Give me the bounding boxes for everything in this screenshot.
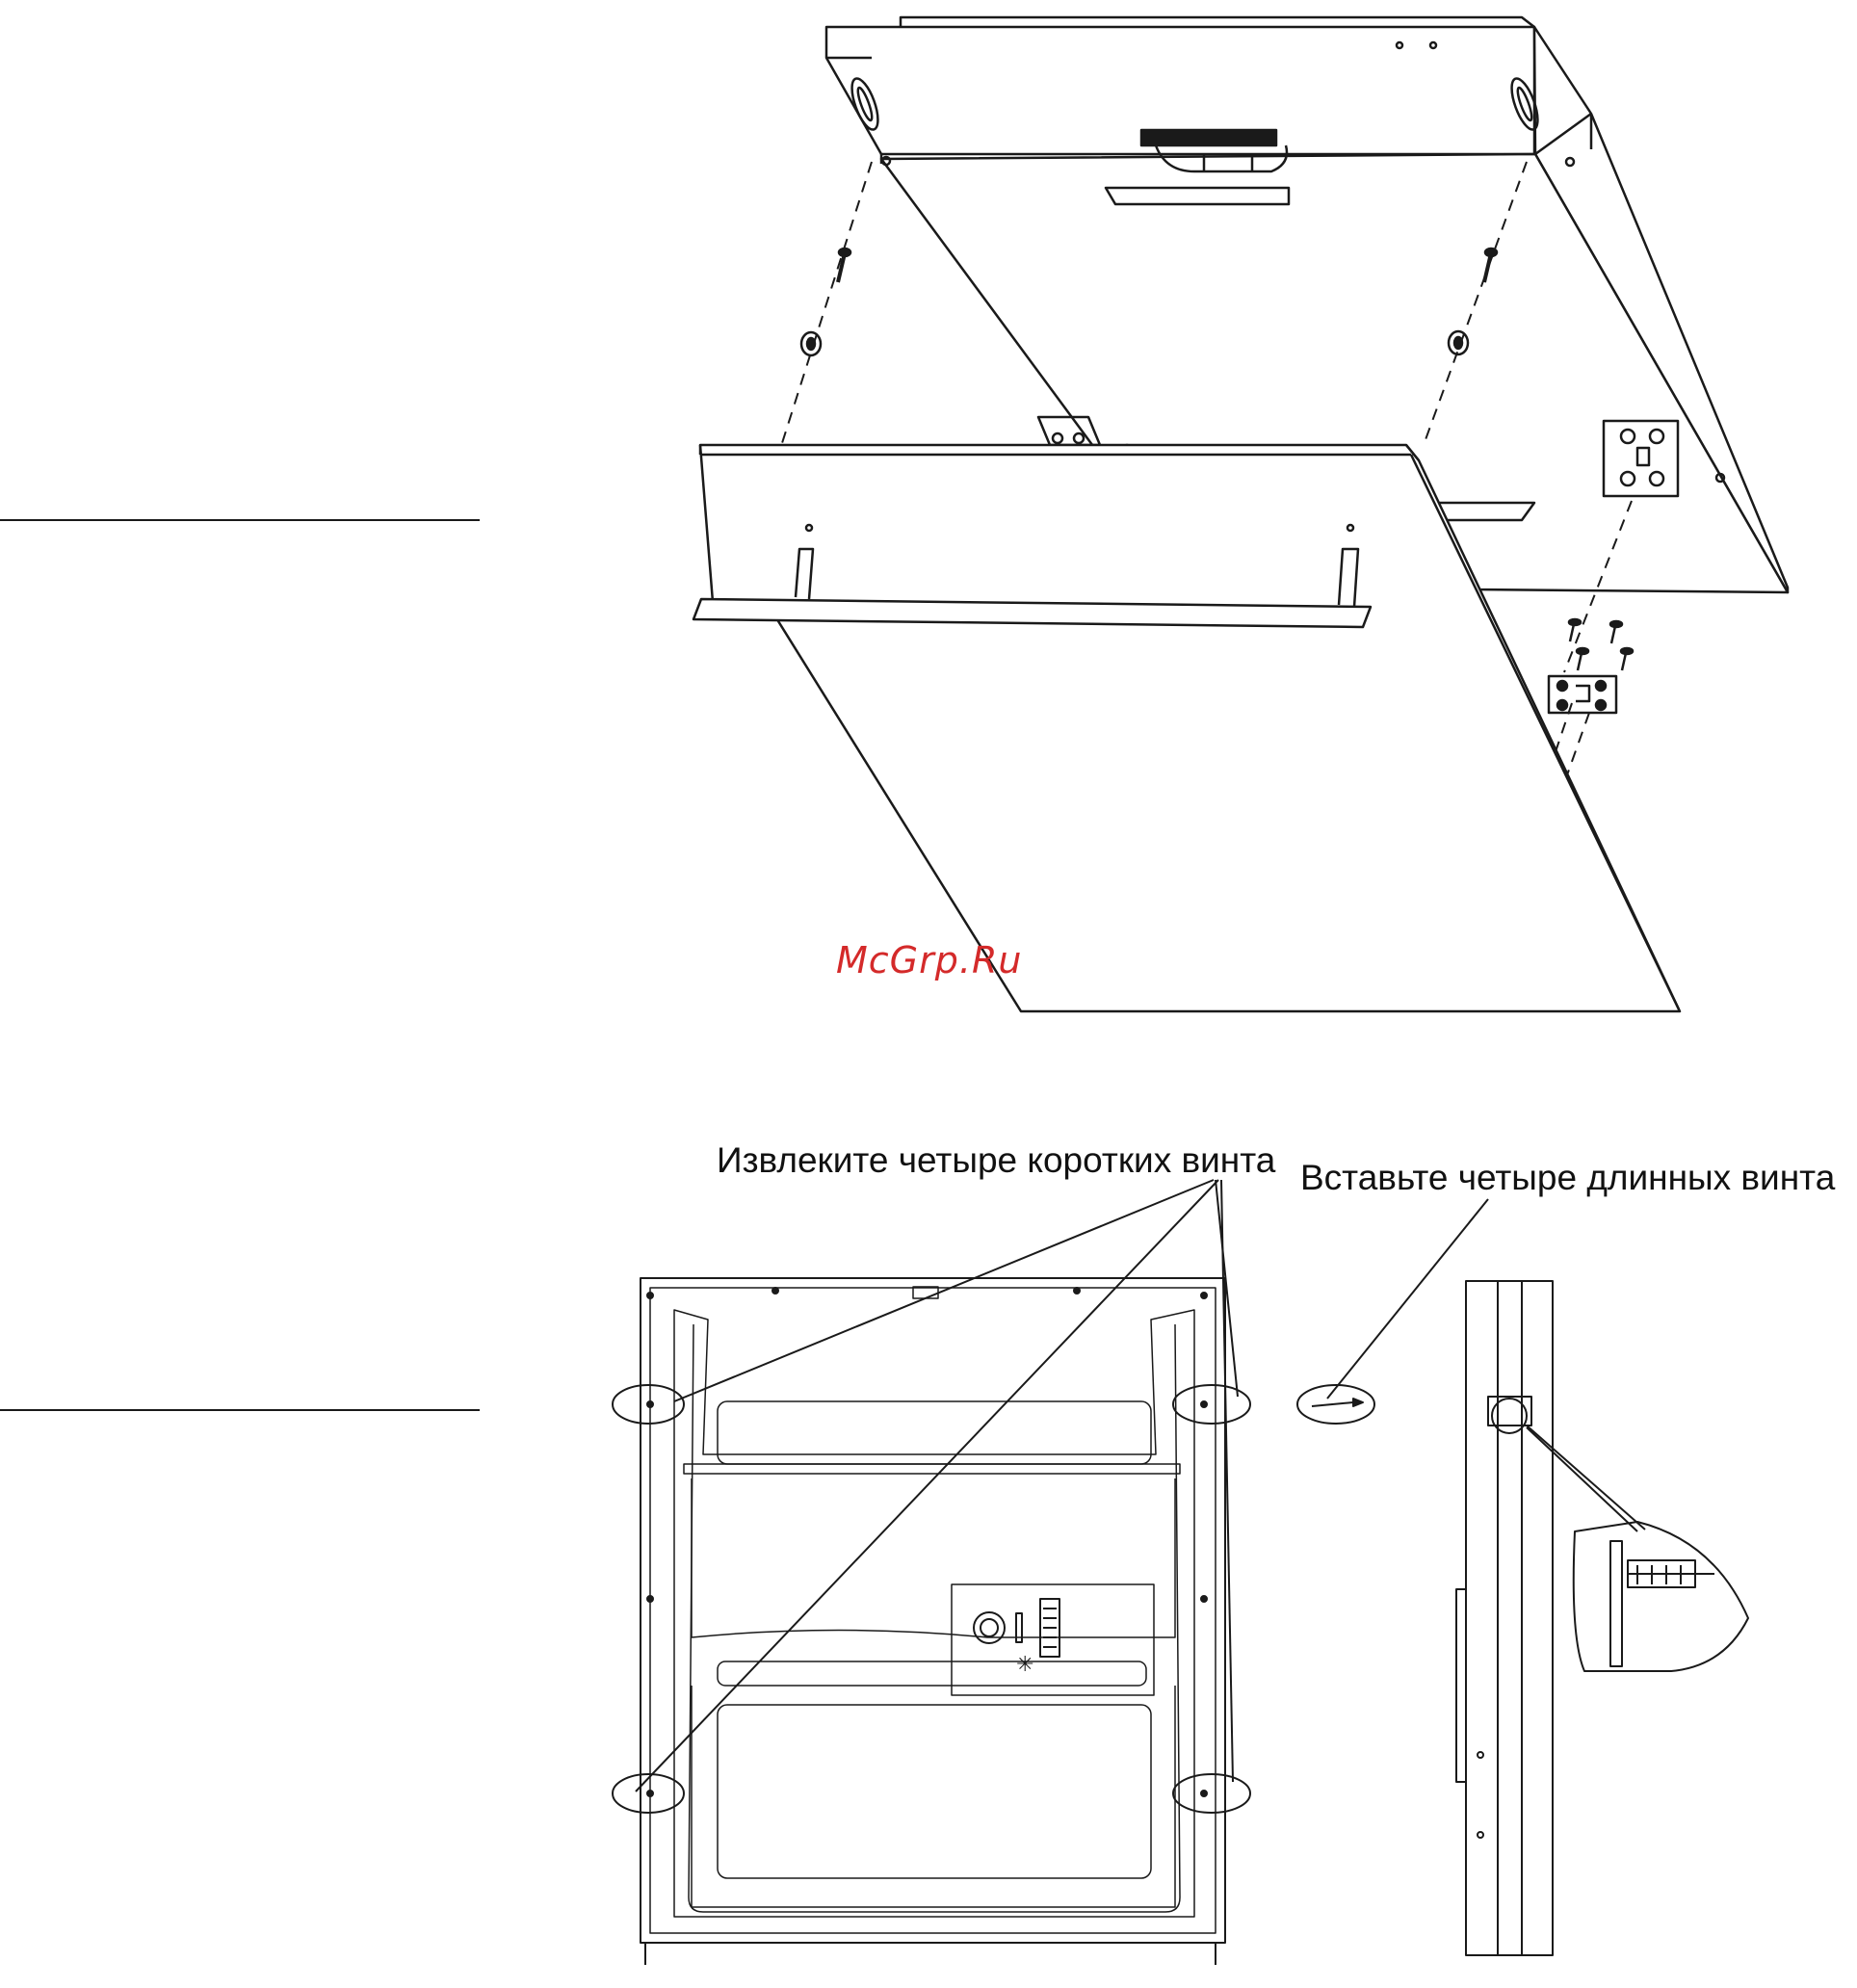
remove-short-screws-label: Извлеките четыре коротких винта bbox=[717, 1140, 1275, 1181]
long-screw-icon bbox=[1297, 1385, 1374, 1424]
svg-text:✳: ✳ bbox=[1016, 1652, 1033, 1676]
watermark: McGrp.Ru bbox=[836, 939, 1022, 981]
insert-long-screws-label: Вставьте четыре длинных винта bbox=[1300, 1158, 1835, 1198]
door-inner-view: ✳ bbox=[613, 1278, 1250, 1965]
door-side-profile bbox=[1456, 1281, 1748, 1955]
label-pointer-lines bbox=[636, 1180, 1488, 1792]
